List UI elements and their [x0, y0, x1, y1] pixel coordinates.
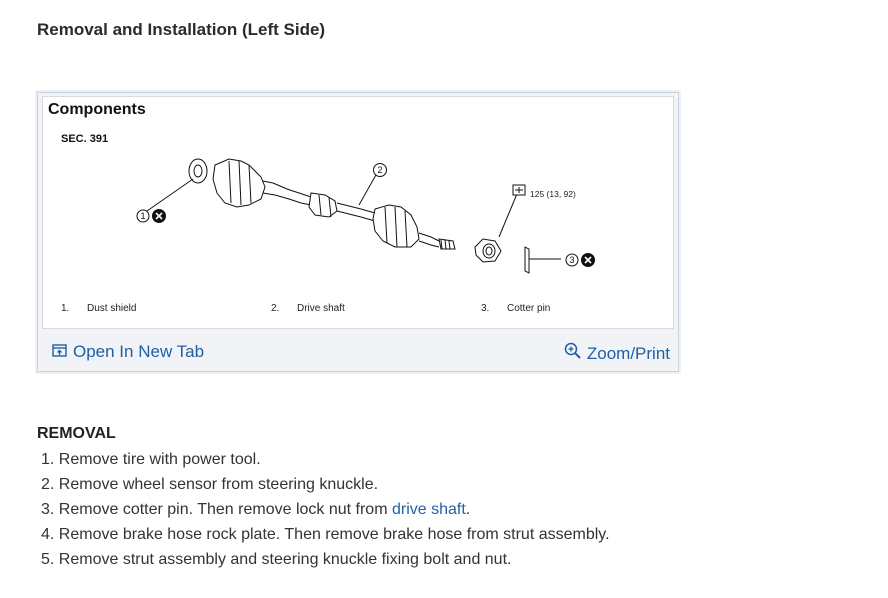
- legend-item-cotter-pin: 3.Cotter pin: [481, 303, 551, 314]
- page-title: Removal and Installation (Left Side): [37, 20, 326, 39]
- list-item: 1. Remove tire with power tool.: [41, 451, 261, 468]
- drive-shaft-illustration: 1 2 3: [136, 158, 595, 274]
- removal-steps-list: 1. Remove tire with power tool. 2. Remov…: [41, 448, 610, 573]
- open-new-tab-icon: [52, 342, 68, 362]
- removal-heading: REMOVAL: [37, 425, 116, 442]
- legend-item-drive-shaft: 2.Drive shaft: [271, 303, 345, 314]
- zoom-in-icon: [564, 342, 582, 365]
- figure-footer: Open In New Tab Zoom/Print: [38, 333, 678, 369]
- torque-spec: 125 (13, 92): [530, 189, 576, 199]
- callout-1-marker: [136, 209, 166, 223]
- figure-heading: Components: [48, 101, 146, 118]
- open-in-new-tab-link[interactable]: Open In New Tab: [52, 342, 204, 362]
- drive-shaft-link[interactable]: drive shaft: [391, 501, 466, 518]
- callout-2-label: 2: [377, 165, 382, 175]
- lock-nut-shape: [474, 238, 502, 263]
- cotter-pin-shape: [524, 246, 530, 274]
- list-item: 4. Remove brake hose rock plate. Then re…: [41, 526, 610, 543]
- zoom-print-link[interactable]: Zoom/Print: [564, 342, 670, 365]
- components-figure-card: Components SEC. 391: [37, 92, 679, 372]
- legend-item-dust-shield: 1.Dust shield: [61, 303, 137, 314]
- figure-section-label: SEC. 391: [61, 133, 109, 145]
- dust-shield-shape: [188, 158, 208, 184]
- torque-wrench-icon: [512, 184, 526, 196]
- callout-2-marker: [373, 163, 387, 177]
- callout-1-label: 1: [140, 211, 145, 221]
- components-diagram[interactable]: Components SEC. 391: [42, 96, 674, 329]
- list-item: 3. Remove cotter pin. Then remove lock n…: [41, 501, 471, 518]
- list-item: 5. Remove strut assembly and steering kn…: [41, 551, 512, 568]
- list-item: 2. Remove wheel sensor from steering knu…: [41, 476, 379, 493]
- callout-3-label: 3: [569, 255, 574, 265]
